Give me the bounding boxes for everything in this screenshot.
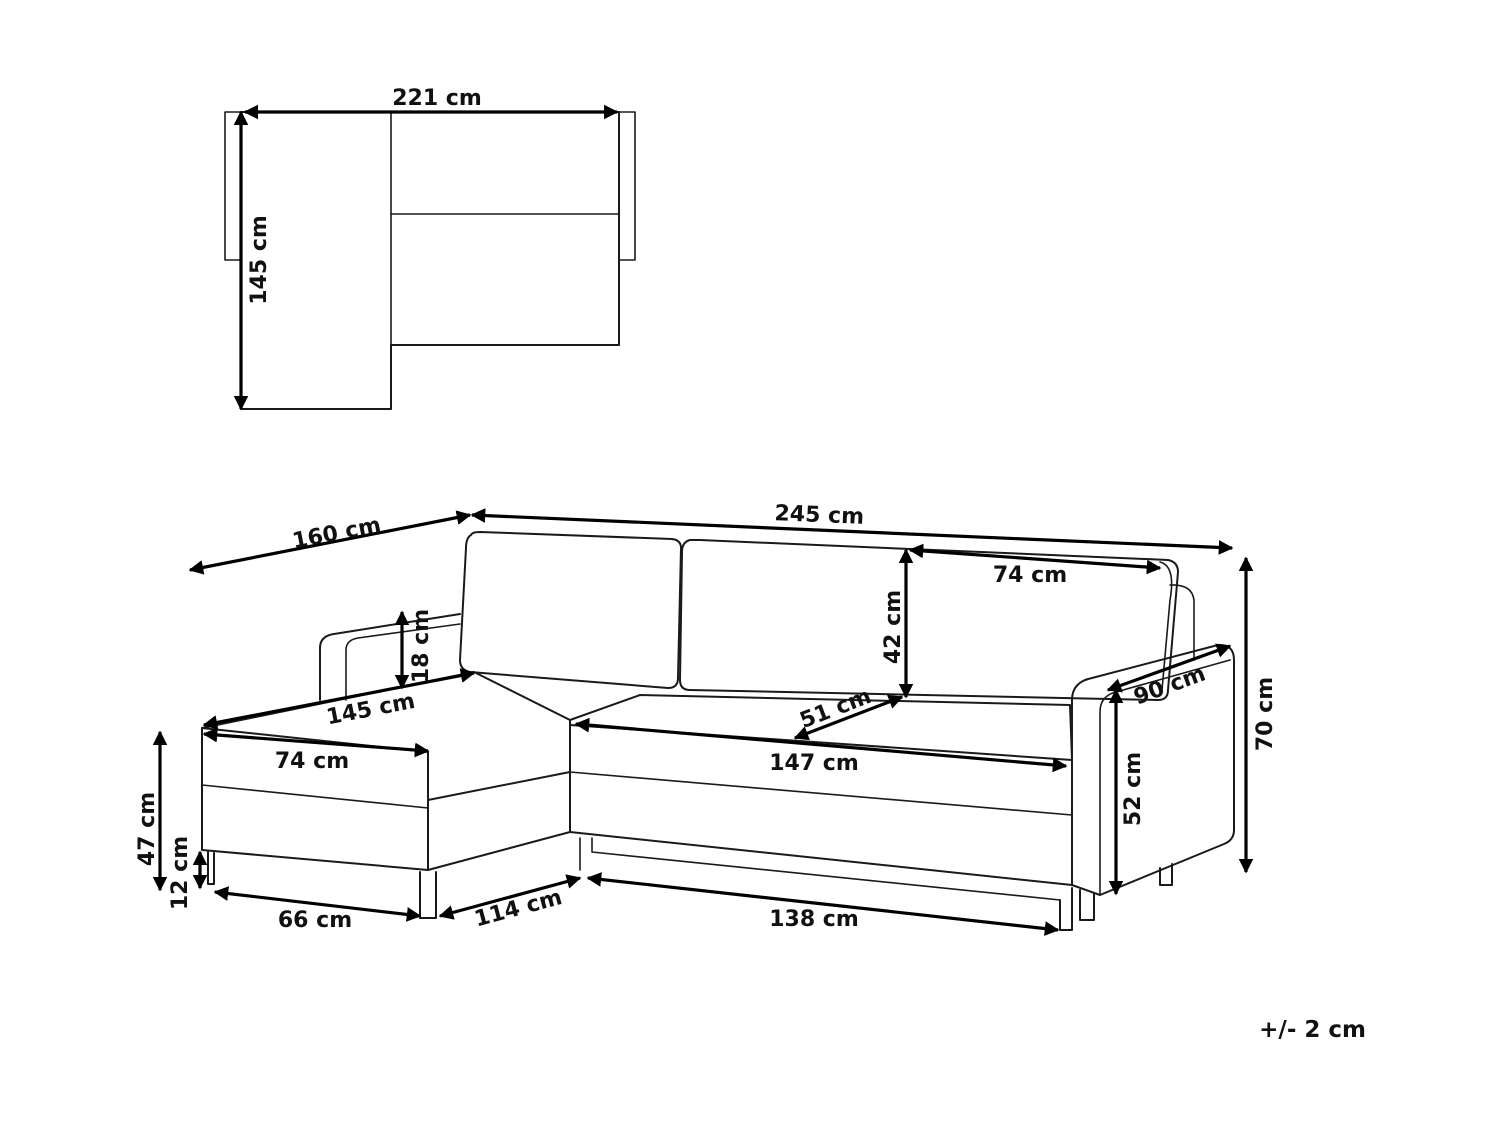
dim-138 [586, 872, 1060, 936]
dim-66 [213, 886, 422, 922]
base-frame [579, 837, 1061, 901]
leg-5 [1159, 863, 1173, 886]
top-width-label: 221 cm [392, 86, 482, 111]
dim-145 [202, 668, 476, 730]
label-145: 145 cm [324, 689, 417, 731]
front-labels: 245 cm 160 cm 18 cm 145 cm 74 cm 70 cm 4… [135, 501, 1278, 933]
label-74-chaise: 74 cm [275, 749, 349, 774]
leg-1 [207, 851, 215, 885]
back-cushion-edge [1159, 561, 1173, 691]
label-42: 42 cm [881, 590, 906, 664]
chaise-front-face [201, 727, 429, 871]
label-114: 114 cm [472, 885, 565, 932]
label-18: 18 cm [409, 609, 434, 683]
label-70: 70 cm [1253, 677, 1278, 751]
dim-74-cushion [908, 543, 1162, 575]
main-front-face [569, 724, 1073, 886]
label-160: 160 cm [290, 513, 383, 555]
dim-147 [574, 717, 1068, 773]
label-74-cushion: 74 cm [993, 563, 1067, 588]
dim-160 [188, 510, 472, 575]
label-12: 12 cm [168, 836, 193, 910]
sofa-drawing [201, 531, 1235, 931]
chaise-cushion-line [201, 784, 429, 809]
left-armrest-inner [345, 623, 461, 701]
label-66: 66 cm [278, 908, 352, 933]
left-armrest-top [319, 613, 461, 701]
label-147: 147 cm [769, 751, 859, 776]
top-right-armrest [618, 111, 636, 261]
main-cushion-line [569, 771, 1073, 816]
leg-4 [1079, 889, 1095, 921]
dim-74-chaise [202, 727, 430, 758]
label-51: 51 cm [797, 684, 875, 734]
back-cushion-left [459, 531, 682, 689]
back-arm-outline [1169, 584, 1195, 661]
label-47: 47 cm [135, 792, 160, 866]
front-dimensions [152, 508, 1254, 936]
label-245: 245 cm [774, 501, 865, 530]
top-view: 221 cm 145 cm [224, 86, 636, 411]
leg-3 [1059, 887, 1073, 931]
dim-114 [438, 874, 582, 920]
tolerance-label: +/- 2 cm [1259, 1017, 1366, 1043]
top-left-armrest [224, 111, 242, 261]
label-52: 52 cm [1121, 752, 1146, 826]
dim-245 [470, 508, 1234, 555]
top-sofa-outline [240, 111, 620, 410]
dim-90 [1106, 643, 1232, 693]
label-138: 138 cm [769, 907, 859, 932]
leg-2 [419, 871, 437, 919]
top-depth-label: 145 cm [247, 215, 272, 305]
